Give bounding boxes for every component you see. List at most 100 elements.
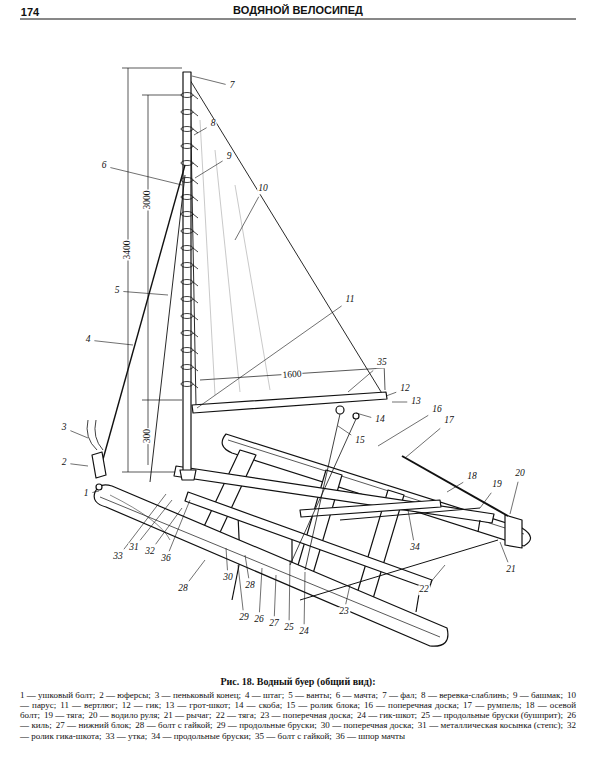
callout-number: 20 <box>514 469 526 479</box>
dimension-label: 3400 <box>123 240 133 261</box>
callout-number: 12 <box>399 384 411 394</box>
callout-number: 21 <box>505 565 517 575</box>
key-entry: 9 — башмак; <box>513 690 563 700</box>
key-entry: 14 — скоба; <box>235 700 283 710</box>
mast <box>183 72 191 472</box>
tie-rod <box>340 508 480 520</box>
key-entry: 5 — ванты; <box>288 690 332 700</box>
key-entry: 6 — мачта; <box>336 690 378 700</box>
key-entry: 1 — ушковый болт; <box>20 690 95 700</box>
key-entry: 31 — металлическая косынка (степс); <box>418 720 563 730</box>
tiller <box>402 456 508 516</box>
callout-number: 33 <box>112 552 124 562</box>
leader-line <box>238 565 243 610</box>
callout-number: 34 <box>409 543 421 553</box>
key-entry: 24 — гик-шкот; <box>357 710 417 720</box>
deadeye <box>92 452 106 478</box>
dimension-label: 1600 <box>281 370 303 381</box>
key-entry: 11 — вертлюг; <box>60 700 117 710</box>
key-entry: 23 — поперечная доска; <box>260 710 353 720</box>
callout-number: 15 <box>354 436 366 446</box>
longitudinal-bar <box>300 500 441 517</box>
key-entry: 25 — продольные бруски (бушприт); <box>421 710 563 720</box>
leader-line <box>169 500 190 551</box>
leader-line <box>140 500 172 540</box>
callout-number: 22 <box>418 585 430 595</box>
key-entry: 34 — продольные бруски; <box>151 731 251 741</box>
key-entry: 20 — водило руля; <box>89 710 160 720</box>
callout-number: 26 <box>253 615 265 625</box>
callout-number: 5 <box>114 286 121 296</box>
leader-line <box>289 560 291 620</box>
callout-number: 10 <box>257 184 269 194</box>
key-entry: 12 — гик; <box>122 700 162 710</box>
leader-line <box>70 464 88 466</box>
callout-number: 28 <box>244 581 256 591</box>
key-entry: 36 — шпор мачты <box>336 731 405 741</box>
leader-line <box>70 431 88 438</box>
forestay <box>100 165 185 470</box>
leader-line <box>197 306 342 408</box>
callout-number: 8 <box>210 119 217 129</box>
callout-number: 36 <box>160 554 172 564</box>
callout-number: 17 <box>443 416 455 426</box>
header-rule <box>20 19 576 20</box>
leader-line <box>92 491 99 493</box>
callout-number: 28 <box>177 584 189 594</box>
callout-number: 27 <box>268 619 280 629</box>
boom <box>192 392 387 413</box>
leader-line <box>480 493 491 508</box>
callout-number: 11 <box>345 295 356 305</box>
key-entry: 35 — болт с гайкой; <box>255 731 332 741</box>
callout-number: 35 <box>376 358 388 368</box>
running-header: ВОДЯНОЙ ВЕЛОСИПЕД <box>0 4 596 16</box>
callout-number: 7 <box>229 81 236 91</box>
rudder <box>505 515 522 548</box>
leader-line <box>156 508 182 544</box>
leader-line <box>346 585 350 604</box>
callout-number: 18 <box>466 472 478 482</box>
callout-number: 1 <box>83 489 90 499</box>
leader-line <box>192 76 226 84</box>
key-entry: 4 — штаг; <box>245 690 284 700</box>
tie-rod <box>300 540 498 600</box>
page-number: 174 <box>20 7 40 18</box>
key-entry: 17 — румпель; <box>463 700 522 710</box>
callout-number: 30 <box>222 573 234 583</box>
key-entry: 3 — пеньковый конец; <box>155 690 241 700</box>
leader-line <box>259 568 262 612</box>
callout-number: 13 <box>410 397 422 407</box>
key-entry: 15 — ролик блока; <box>286 700 360 710</box>
figure-caption: Рис. 18. Водный буер (общий вид): <box>20 676 576 687</box>
key-entry: 16 — поперечная доска; <box>364 700 459 710</box>
mast-heel <box>180 470 196 480</box>
dimension-label: 300 <box>143 428 153 444</box>
leader-line <box>235 197 259 240</box>
callout-number: 2 <box>61 458 68 468</box>
callout-number: 19 <box>491 480 503 490</box>
leader-line <box>195 161 223 178</box>
leader-line <box>405 428 440 458</box>
leader-line <box>123 292 168 296</box>
key-entry: 29 — продольные бруски; <box>216 720 316 730</box>
callout-number: 32 <box>144 547 156 557</box>
leader-line <box>356 413 371 417</box>
sail <box>190 80 383 406</box>
leader-line <box>226 548 227 570</box>
leader-line <box>510 482 518 514</box>
shroud <box>150 175 185 482</box>
key-entry: 2 — юферсы; <box>99 690 151 700</box>
callout-number: 4 <box>85 335 92 345</box>
leader-line <box>194 128 207 135</box>
hull <box>94 485 448 646</box>
key-entry: 19 — тяга; <box>44 710 85 720</box>
key-entry: 28 — болт с гайкой; <box>135 720 212 730</box>
callout-number: 3 <box>61 423 68 433</box>
leader-line <box>94 341 133 345</box>
leader-line <box>110 168 182 185</box>
leader-line <box>392 402 407 403</box>
callout-number: 16 <box>431 405 443 415</box>
leader-line <box>304 572 306 624</box>
